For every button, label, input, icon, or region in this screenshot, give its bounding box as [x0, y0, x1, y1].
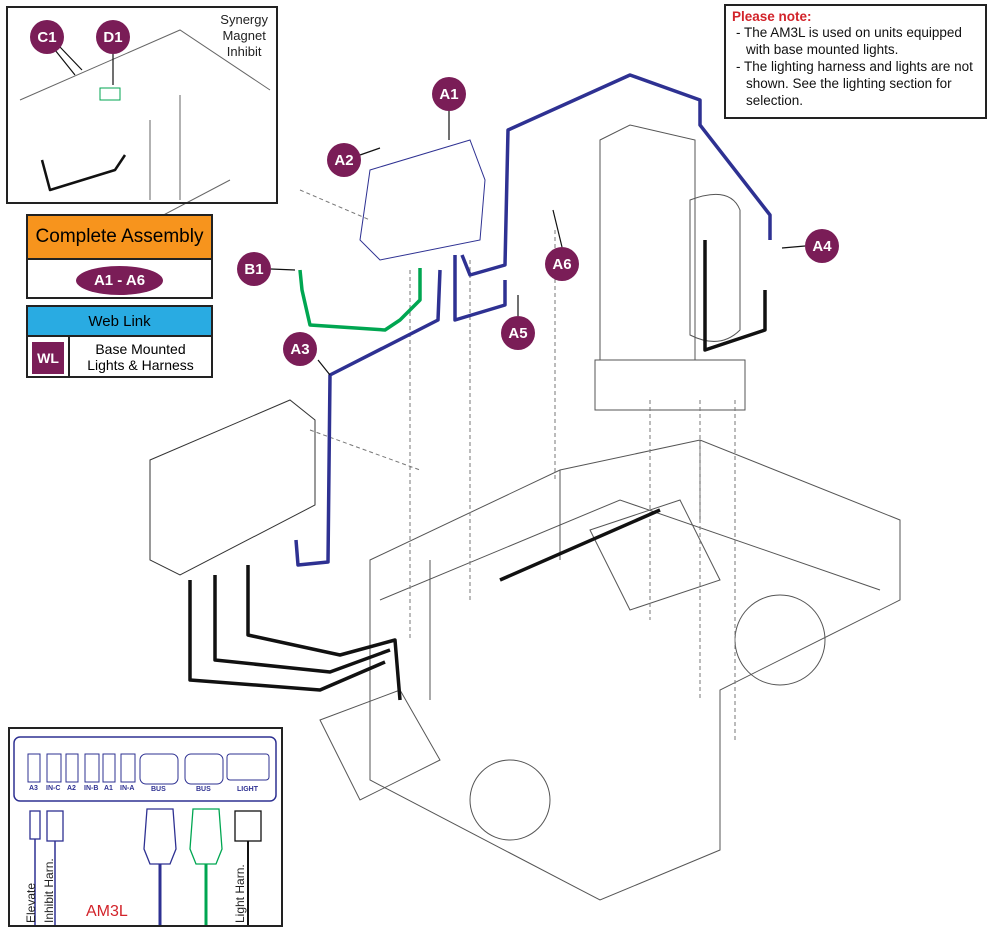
- callout-a1[interactable]: A1: [432, 77, 466, 111]
- harness-black-controller-3: [246, 565, 402, 701]
- web-link-line: Lights & Harness: [87, 357, 194, 373]
- harness-a5-lower: [453, 255, 507, 322]
- web-link-header: Web Link: [28, 307, 211, 337]
- module-a1: [359, 139, 486, 261]
- web-link-text[interactable]: Base Mounted Lights & Harness: [70, 337, 211, 378]
- web-link-line: Base Mounted: [95, 341, 186, 357]
- wire-label-inhibit: Inhibit Harn.: [42, 858, 56, 923]
- harness-black-motor: [499, 508, 661, 582]
- web-link-box: Web Link WL Base Mounted Lights & Harnes…: [26, 305, 213, 378]
- harness-a3-blue: [294, 269, 442, 567]
- note-item: - The lighting harness and lights are no…: [736, 59, 973, 108]
- inset-magnet-inhibit: Synergy Magnet Inhibit: [6, 6, 278, 204]
- complete-assembly-header: Complete Assembly: [28, 216, 211, 260]
- port-label: IN-B: [84, 785, 99, 792]
- callout-c1[interactable]: C1: [30, 20, 64, 54]
- am3l-connector-drawing: [13, 736, 277, 925]
- base-frame: [369, 439, 901, 901]
- note-item: - The AM3L is used on units equipped wit…: [736, 25, 962, 57]
- inset-black-cable: [40, 154, 127, 192]
- inset-title-line: Magnet: [222, 28, 266, 43]
- harness-a5-blue: [460, 73, 772, 277]
- complete-assembly-box: Complete Assembly A1 - A6: [26, 214, 213, 299]
- harness-black-actuator: [703, 240, 767, 352]
- inset-title-line: Synergy: [220, 12, 268, 27]
- module-name: AM3L: [86, 903, 128, 920]
- actuator-motor: [689, 193, 741, 342]
- callout-a3[interactable]: A3: [283, 332, 317, 366]
- connector-panel: A3 IN-C A2 IN-B A1 IN-A BUS BUS LIGHT El…: [8, 727, 283, 927]
- drive-motor-left: [319, 689, 441, 801]
- callout-a6[interactable]: A6: [545, 247, 579, 281]
- harness-b1-green: [298, 268, 422, 332]
- port-label: BUS: [151, 786, 166, 793]
- callout-a5[interactable]: A5: [501, 316, 535, 350]
- port-label: LIGHT: [237, 786, 258, 793]
- note-title: Please note:: [732, 9, 812, 24]
- inset-title-line: Inhibit: [226, 44, 262, 59]
- port-label: IN-A: [120, 785, 135, 792]
- port-label: BUS: [196, 786, 211, 793]
- callout-d1[interactable]: D1: [96, 20, 130, 54]
- complete-assembly-link[interactable]: A1 - A6: [75, 266, 164, 295]
- actuator-column: [594, 124, 746, 411]
- callout-a2[interactable]: A2: [327, 143, 361, 177]
- controller: [149, 399, 316, 576]
- port-label: IN-C: [46, 785, 61, 792]
- wire-label-light: Light Harn.: [233, 864, 247, 923]
- wire-label-elevate: Elevate: [24, 882, 38, 923]
- drive-motor-right: [589, 499, 721, 611]
- port-label: A3: [29, 785, 38, 792]
- harness-black-controller-2: [213, 575, 391, 674]
- note-box: Please note: - The AM3L is used on units…: [724, 4, 987, 119]
- inset-title: Synergy Magnet Inhibit: [220, 12, 268, 60]
- callout-b1[interactable]: B1: [237, 252, 271, 286]
- callout-a4[interactable]: A4: [805, 229, 839, 263]
- port-label: A2: [67, 785, 76, 792]
- harness-black-controller-1: [188, 580, 386, 692]
- web-link-badge[interactable]: WL: [32, 341, 64, 374]
- port-label: A1: [104, 785, 113, 792]
